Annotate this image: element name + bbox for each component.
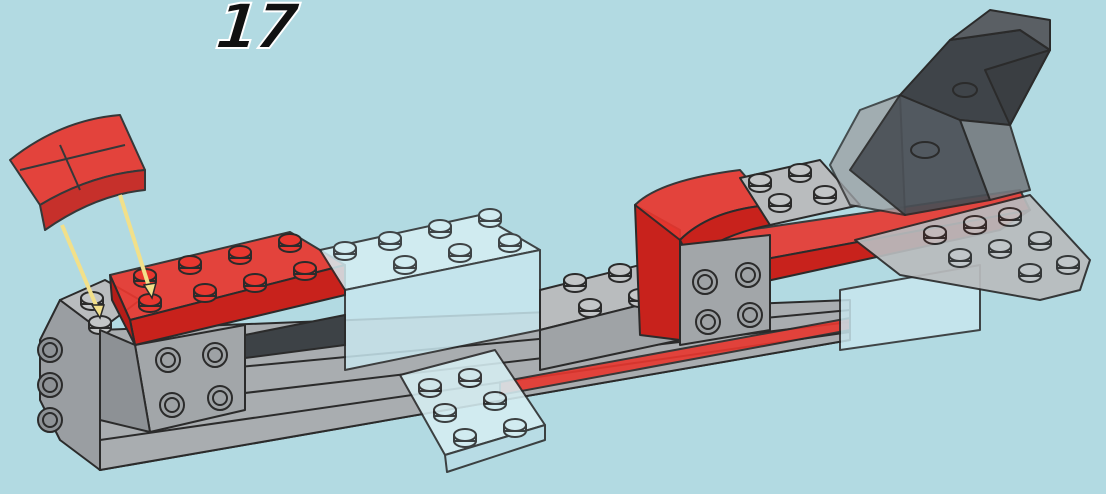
smoke-windscreen: [830, 10, 1050, 215]
gray-side-stud-block-right: [680, 235, 770, 345]
gray-side-stud-block-left: [100, 325, 245, 432]
